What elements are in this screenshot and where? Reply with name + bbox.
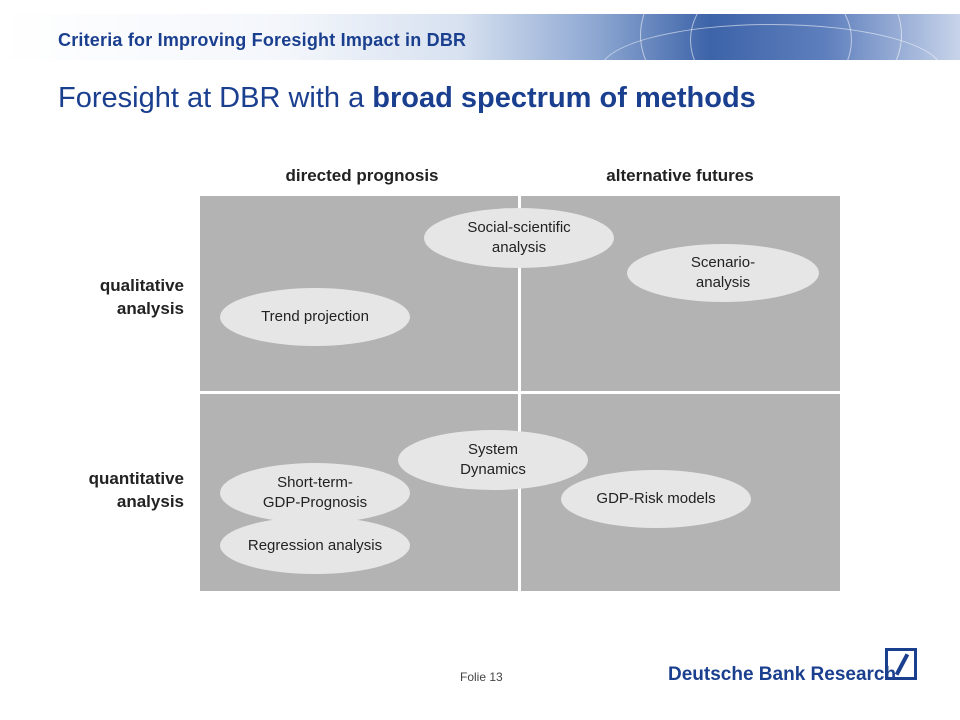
method-label: analysis — [491, 239, 547, 256]
method-social-scientific-analysis: Social-scientific analysis — [424, 208, 614, 268]
slide-number: Folie 13 — [460, 670, 503, 684]
matrix-horizontal-divider — [200, 391, 840, 394]
method-label: System — [467, 441, 518, 458]
method-label: Dynamics — [460, 461, 526, 478]
method-label: Short-term- — [277, 474, 353, 491]
title-bold: broad spectrum of methods — [372, 82, 756, 114]
deutsche-bank-logo-icon — [885, 648, 917, 680]
method-label: GDP-Risk models — [596, 490, 716, 507]
row-header-line: qualitative — [99, 276, 184, 295]
logo-slash — [894, 653, 910, 676]
method-scenario-analysis: Scenario- analysis — [627, 244, 819, 302]
method-system-dynamics: System Dynamics — [398, 430, 588, 490]
method-label: analysis — [695, 274, 751, 291]
page-title: Foresight at DBR with a broad spectrum o… — [58, 82, 756, 115]
column-header-directed-prognosis: directed prognosis — [285, 166, 439, 185]
row-header-qualitative: qualitative analysis — [40, 274, 184, 320]
row-header-line: analysis — [116, 299, 184, 318]
method-gdp-risk-models: GDP-Risk models — [561, 470, 751, 528]
method-label: GDP-Prognosis — [262, 494, 368, 511]
header-banner — [0, 14, 960, 60]
row-header-quantitative: quantitative analysis — [40, 467, 184, 513]
method-label: Trend projection — [261, 308, 369, 325]
globe-icon — [640, 14, 902, 60]
title-plain: Foresight at DBR with a — [58, 82, 373, 114]
method-label: Scenario- — [690, 254, 756, 271]
row-header-line: analysis — [116, 492, 184, 511]
logo-text: Deutsche Bank Research — [668, 664, 897, 685]
method-regression-analysis: Regression analysis — [220, 517, 410, 574]
method-label: Regression analysis — [247, 536, 383, 554]
method-label: Social-scientific — [467, 219, 571, 236]
row-header-line: quantitative — [88, 469, 184, 488]
method-short-term-gdp-prognosis: Short-term- GDP-Prognosis — [220, 463, 410, 523]
method-trend-projection: Trend projection — [220, 288, 410, 346]
column-header-alternative-futures: alternative futures — [606, 166, 754, 185]
banner-title: Criteria for Improving Foresight Impact … — [58, 30, 467, 50]
